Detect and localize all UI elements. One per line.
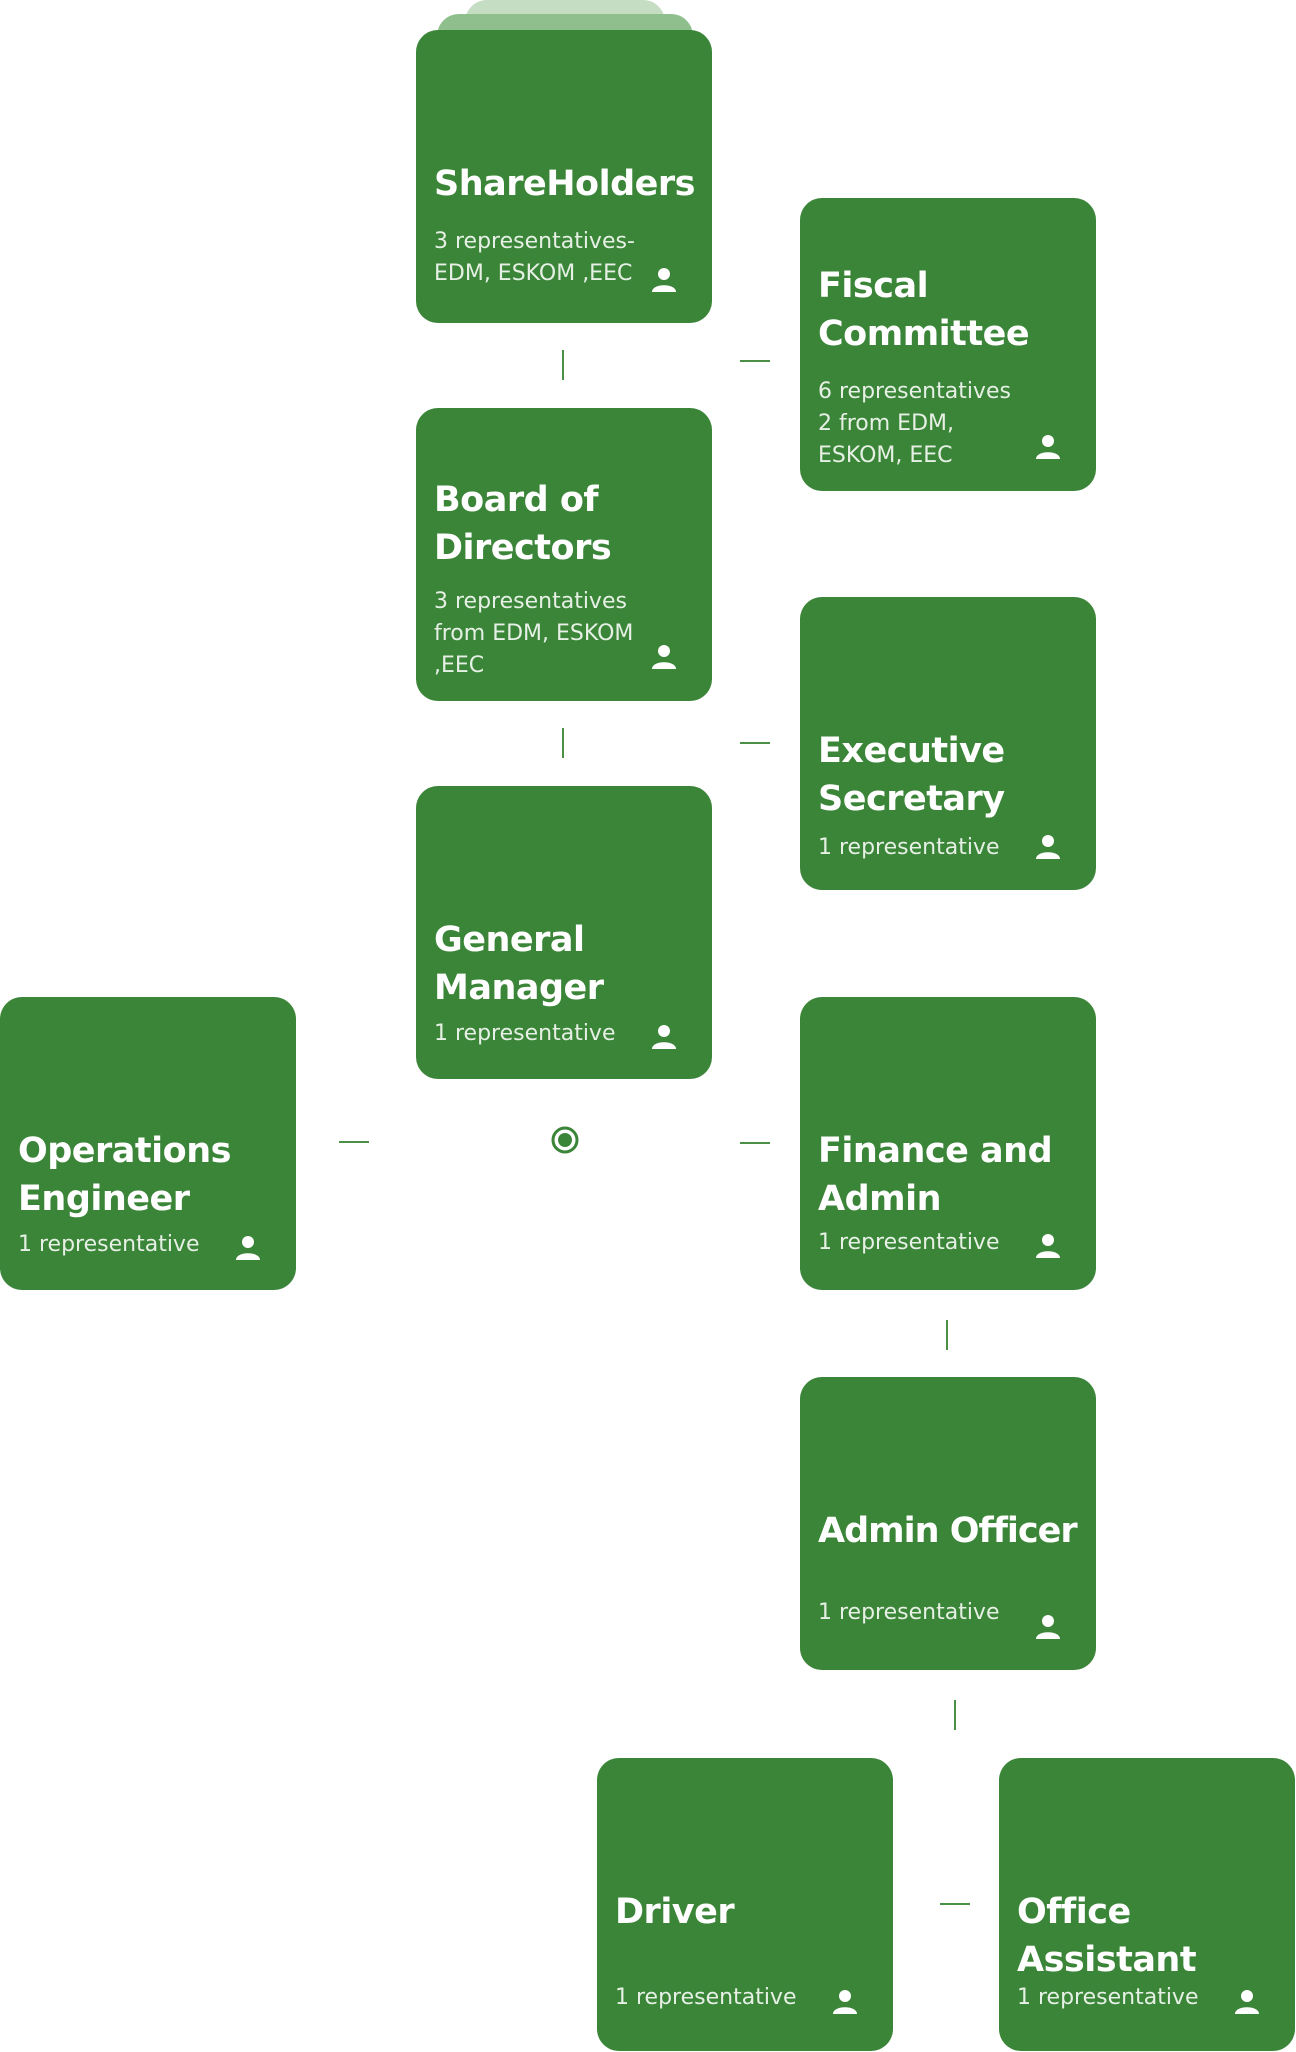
node-finance-and-admin[interactable]: Finance and Admin 1 representative	[800, 997, 1096, 1290]
node-subtitle: 1 representative	[615, 1985, 797, 2010]
person-icon	[1036, 835, 1060, 859]
node-executive-secretary[interactable]: Executive Secretary 1 representative	[800, 597, 1096, 890]
connector-fiscal	[740, 360, 770, 362]
node-title: Driver	[615, 1892, 735, 1932]
person-icon	[652, 645, 676, 669]
connector-board-gm	[562, 728, 564, 758]
person-icon	[1036, 435, 1060, 459]
node-subtitle: 3 representatives- EDM, ESKOM ,EEC	[434, 229, 635, 286]
node-subtitle: 1 representative	[818, 1230, 1000, 1255]
node-title: ShareHolders	[434, 164, 695, 204]
node-title: Board of Directors	[434, 480, 612, 568]
person-icon	[1036, 1615, 1060, 1639]
node-operations-engineer[interactable]: Operations Engineer 1 representative	[0, 997, 296, 1290]
person-icon	[236, 1236, 260, 1260]
node-subtitle: 1 representative	[818, 835, 1000, 860]
node-title: Office Assistant	[1017, 1892, 1197, 1980]
node-title: Finance and Admin	[818, 1131, 1053, 1219]
node-title: Admin Officer	[818, 1511, 1078, 1551]
person-icon	[833, 1990, 857, 2014]
node-subtitle: 3 representatives from EDM, ESKOM ,EEC	[434, 589, 634, 678]
node-general-manager[interactable]: General Manager 1 representative	[416, 786, 712, 1079]
connector-operations	[339, 1141, 369, 1143]
person-icon	[1235, 1990, 1259, 2014]
radio-target-icon[interactable]	[550, 1125, 580, 1155]
node-fiscal-committee[interactable]: Fiscal Committee 6 representatives 2 fro…	[800, 198, 1096, 491]
node-title: Executive Secretary	[818, 731, 1005, 819]
node-subtitle: 1 representative	[434, 1021, 616, 1046]
node-board-of-directors[interactable]: Board of Directors 3 representatives fro…	[416, 408, 712, 701]
person-icon	[652, 1025, 676, 1049]
node-title: General Manager	[434, 920, 604, 1008]
node-shareholders[interactable]: ShareHolders 3 representatives- EDM, ESK…	[416, 30, 712, 323]
connector-exec-secretary	[740, 742, 770, 744]
node-subtitle: 1 representative	[18, 1232, 200, 1257]
connector-shareholders-board	[562, 350, 564, 380]
connector-driver-office-assistant	[940, 1903, 970, 1905]
person-icon	[652, 268, 676, 292]
person-icon	[1036, 1234, 1060, 1258]
node-driver[interactable]: Driver 1 representative	[597, 1758, 893, 2051]
connector-admin-officer-staff	[954, 1700, 956, 1730]
node-title: Operations Engineer	[18, 1131, 231, 1219]
connector-finance	[740, 1142, 770, 1144]
node-admin-officer[interactable]: Admin Officer 1 representative	[800, 1377, 1096, 1670]
node-subtitle: 1 representative	[1017, 1985, 1199, 2010]
node-title: Fiscal Committee	[818, 266, 1030, 354]
connector-finance-admin-officer	[946, 1320, 948, 1350]
node-office-assistant[interactable]: Office Assistant 1 representative	[999, 1758, 1295, 2051]
node-subtitle: 1 representative	[818, 1600, 1000, 1625]
node-subtitle: 6 representatives 2 from EDM, ESKOM, EEC	[818, 379, 1011, 468]
